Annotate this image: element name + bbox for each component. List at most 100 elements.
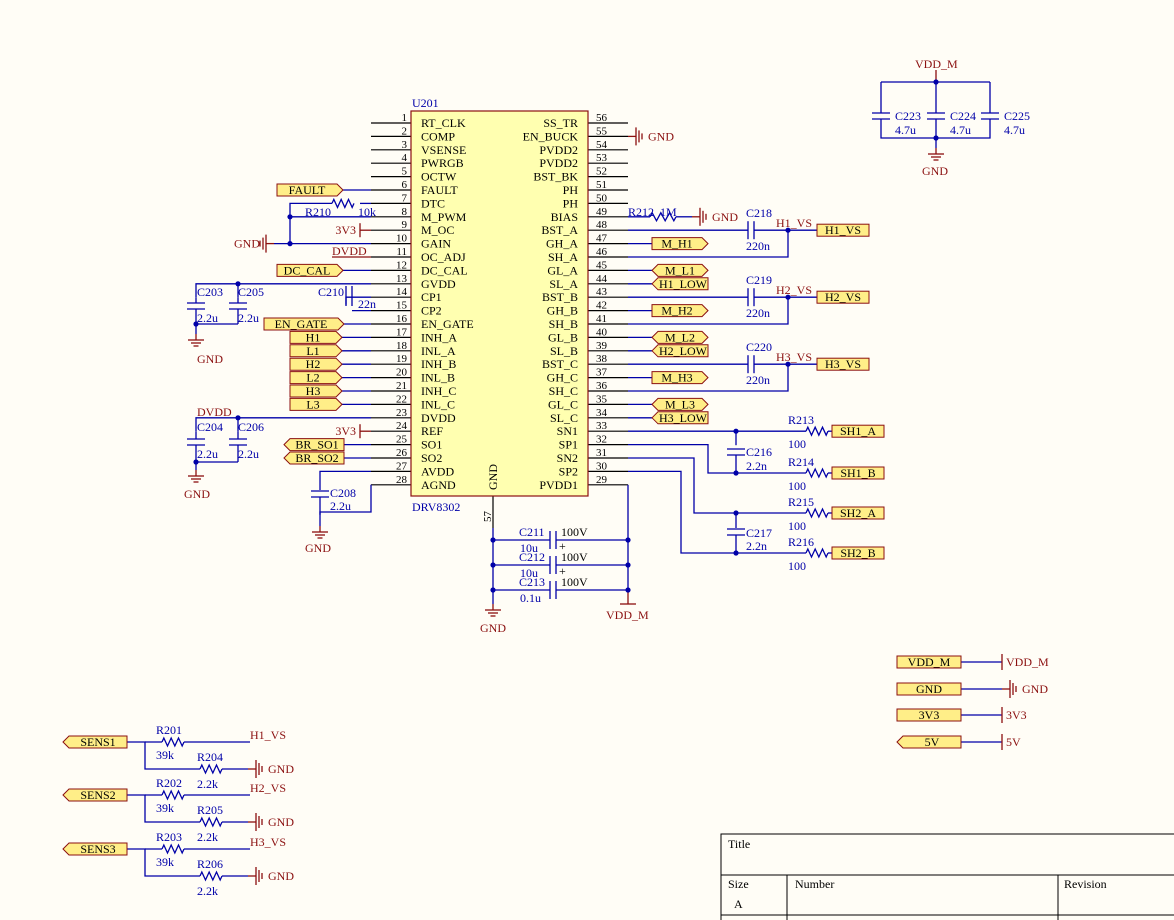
resistor-r216 — [805, 547, 829, 559]
pin-number: 35 — [596, 393, 608, 405]
pin-number: 53 — [596, 152, 608, 164]
pin-name: DC_CAL — [421, 263, 468, 277]
r206-ref: R206 — [197, 857, 223, 871]
r215-ref: R215 — [788, 495, 814, 509]
r203-value: 39k — [156, 855, 174, 869]
c206-ref: C206 — [238, 420, 264, 434]
pin-number: 7 — [402, 192, 408, 204]
capacitor-c217 — [727, 528, 745, 536]
pin-name: SP2 — [559, 464, 578, 478]
capacitor-c224 — [927, 112, 945, 120]
pin-name: DVDD — [421, 411, 456, 425]
pin-number: 46 — [596, 246, 608, 258]
pin-number: 41 — [596, 313, 607, 325]
gnd-label: GND — [268, 869, 294, 883]
port-m-h1-text: M_H1 — [661, 237, 692, 251]
pin-number: 43 — [596, 286, 608, 298]
pin-name: SS_TR — [543, 116, 578, 130]
legend-5v-text: 5V — [925, 735, 940, 749]
c225-ref: C225 — [1004, 109, 1030, 123]
capacitor-c204 — [187, 438, 205, 446]
pin-name: FAULT — [421, 183, 458, 197]
port-en-gate-text: EN_GATE — [275, 317, 328, 331]
junction-dot — [287, 214, 293, 220]
pin-name: GL_A — [547, 263, 578, 277]
r214-value: 100 — [788, 479, 806, 493]
c211-value: 10u — [520, 541, 538, 555]
chip-part: DRV8302 — [412, 500, 460, 514]
r205-value: 2.2k — [197, 830, 218, 844]
pin-number: 21 — [396, 380, 407, 392]
c225-value: 4.7u — [1004, 123, 1025, 137]
c219-ref: C219 — [746, 273, 772, 287]
port-h3-low — [651, 411, 709, 425]
pin-name: EN_GATE — [421, 317, 474, 331]
junction-dot — [625, 537, 631, 543]
pin-number: 55 — [596, 125, 608, 137]
r214-ref: R214 — [788, 455, 814, 469]
port-br-so1 — [283, 438, 345, 452]
wire — [319, 470, 371, 490]
pin-number: 32 — [596, 434, 607, 446]
port-sens1 — [62, 735, 128, 749]
resistor-r201 — [161, 736, 185, 748]
pin-number: 33 — [596, 420, 608, 432]
gnd-label: GND — [712, 210, 738, 224]
pin-name: PVDD1 — [539, 478, 578, 492]
pin-number: 13 — [396, 273, 408, 285]
net-dvdd: DVDD — [332, 244, 367, 258]
pin-number: 42 — [596, 300, 607, 312]
legend-5v — [896, 735, 962, 749]
port-m-h3-text: M_H3 — [661, 371, 692, 385]
capacitor-c206 — [229, 438, 247, 446]
port-h2_vs — [816, 290, 870, 304]
net-vdd-m: VDD_M — [915, 57, 958, 71]
capacitor-c225 — [981, 112, 999, 120]
ground-icon — [485, 604, 501, 617]
pin-number: 27 — [396, 460, 408, 472]
pin-number: 52 — [596, 166, 607, 178]
port-h1-low-text: H1_LOW — [659, 277, 708, 291]
port-br-so2 — [283, 451, 345, 465]
pin-number: 34 — [596, 407, 608, 419]
c205-ref: C205 — [238, 285, 264, 299]
pin-number: 4 — [402, 152, 408, 164]
port-h3-text: H3 — [306, 384, 321, 398]
ground-icon — [1002, 680, 1017, 698]
pin-number: 37 — [596, 367, 608, 379]
c208-ref: C208 — [330, 486, 356, 500]
c218-ref: C218 — [746, 206, 772, 220]
c213-ref: C213 — [519, 575, 545, 589]
pin-name: GL_C — [548, 397, 578, 411]
wire — [628, 457, 806, 514]
junction-dot — [625, 562, 631, 568]
r216-ref: R216 — [788, 535, 814, 549]
c217-value: 2.2n — [746, 539, 767, 553]
port-h3_vs — [816, 357, 870, 371]
port-h2 — [289, 357, 343, 371]
ground-icon — [312, 526, 328, 539]
c212-value: 10u — [520, 566, 538, 580]
wire — [127, 741, 200, 770]
r213-value: 100 — [788, 437, 806, 451]
pin-number: 10 — [396, 233, 408, 245]
port-l1-text: L1 — [306, 344, 319, 358]
r205-ref: R205 — [197, 803, 223, 817]
r204-ref: R204 — [197, 750, 223, 764]
r210-ref: R210 — [305, 205, 331, 219]
pin-number: 25 — [396, 434, 408, 446]
c210-value: 22n — [358, 297, 376, 311]
pin-number: 39 — [596, 340, 608, 352]
port-h1_vs-text: H1_VS — [825, 223, 861, 237]
port-fault — [276, 183, 344, 197]
pin-name: PVDD2 — [539, 143, 578, 157]
c208-value: 2.2u — [330, 499, 351, 513]
ground-icon — [188, 334, 204, 347]
r201-ref: R201 — [156, 723, 182, 737]
c219-value: 220n — [746, 306, 770, 320]
capacitor-c219 — [747, 288, 755, 307]
gnd-label: GND — [197, 352, 223, 366]
ground-icon — [692, 207, 707, 226]
port-br-so2-text: BR_SO2 — [295, 451, 338, 465]
